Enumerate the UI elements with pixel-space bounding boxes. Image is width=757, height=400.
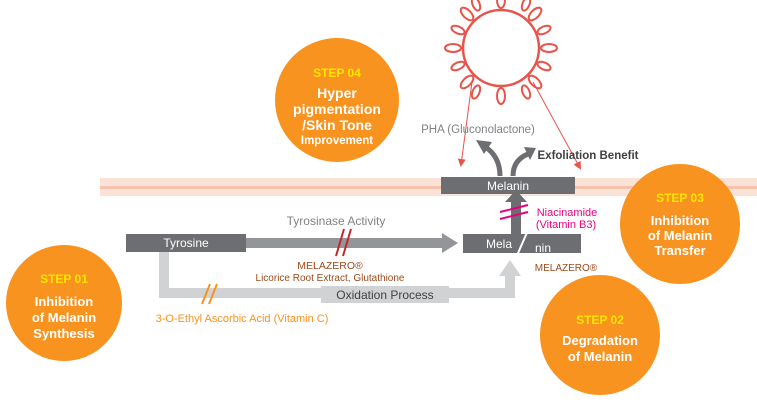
- skin-band-line: [100, 186, 757, 189]
- step-02-line2: of Melanin: [568, 349, 632, 364]
- melazero-label-1: MELAZERO®: [297, 260, 363, 272]
- oxidation-label: Oxidation Process: [336, 288, 433, 302]
- block-mark-oxidation: [201, 283, 218, 305]
- step-01-circle: STEP 01 Inhibition of Melanin Synthesis: [6, 245, 122, 361]
- oxidation-box: Oxidation Process: [321, 286, 449, 303]
- step-03-line2: of Melanin: [648, 228, 712, 243]
- step-03-circle: STEP 03 Inhibition of Melanin Transfer: [620, 164, 740, 284]
- sun-ray-left: [457, 81, 473, 167]
- step-04-line1: Hyper: [317, 85, 357, 101]
- melanin-top-label: Melanin: [487, 179, 529, 193]
- melazero-sub-label: Licorice Root Extract, Glutathione: [256, 273, 405, 284]
- exfoliation-arrows: [482, 143, 530, 177]
- mela-label: Mela: [486, 237, 512, 251]
- step-03-label: STEP 03: [656, 191, 704, 205]
- sun-icon: [444, 0, 558, 105]
- niacinamide-label: Niacinamide: [537, 207, 598, 219]
- block-mark-niacinamide: [499, 204, 529, 220]
- step-01-label: STEP 01: [40, 272, 88, 286]
- step-01-line2: of Melanin: [32, 310, 96, 325]
- tyrosinase-activity-label: Tyrosinase Activity: [287, 214, 386, 228]
- melazero-label-2: MELAZERO®: [535, 263, 598, 274]
- exfoliation-arrowhead-left: [476, 140, 492, 154]
- step-01-line1: Inhibition: [35, 294, 94, 309]
- exfoliation-arrowhead-right: [524, 147, 536, 160]
- nin-label: nin: [535, 241, 551, 255]
- step-04-circle: STEP 04 Hyper pigmentation /Skin Tone Im…: [275, 38, 399, 162]
- step-03-line3: Transfer: [654, 243, 705, 258]
- tyrosinase-arrow: [246, 233, 458, 253]
- step-02-circle: STEP 02 Degradation of Melanin: [540, 275, 660, 395]
- step-02-line1: Degradation: [562, 333, 638, 348]
- vitamin-b3-label: (Vitamin B3): [536, 219, 596, 231]
- exfoliation-label: Exfoliation Benefit: [538, 150, 639, 162]
- step-04-label: STEP 04: [313, 66, 361, 80]
- tyrosine-label: Tyrosine: [163, 236, 209, 250]
- step-01-line3: Synthesis: [33, 326, 94, 341]
- transfer-arrow: [505, 190, 527, 234]
- step-03-line1: Inhibition: [651, 213, 710, 228]
- step-04-line3: /Skin Tone: [302, 117, 372, 133]
- melanin-box: Mela nin: [463, 227, 581, 261]
- sun-ray-right: [532, 81, 581, 170]
- pha-label: PHA (Gluconolactone): [421, 124, 535, 136]
- ascorbic-label: 3-O-Ethyl Ascorbic Acid (Vitamin C): [156, 313, 329, 325]
- block-mark-tyrosinase: [335, 228, 352, 257]
- melanin-top-box: Melanin: [441, 177, 575, 194]
- step-04-line2: pigmentation: [293, 101, 381, 117]
- step-02-label: STEP 02: [576, 313, 624, 327]
- step-04-line4: Improvement: [301, 135, 373, 147]
- tyrosine-box: Tyrosine: [126, 234, 246, 252]
